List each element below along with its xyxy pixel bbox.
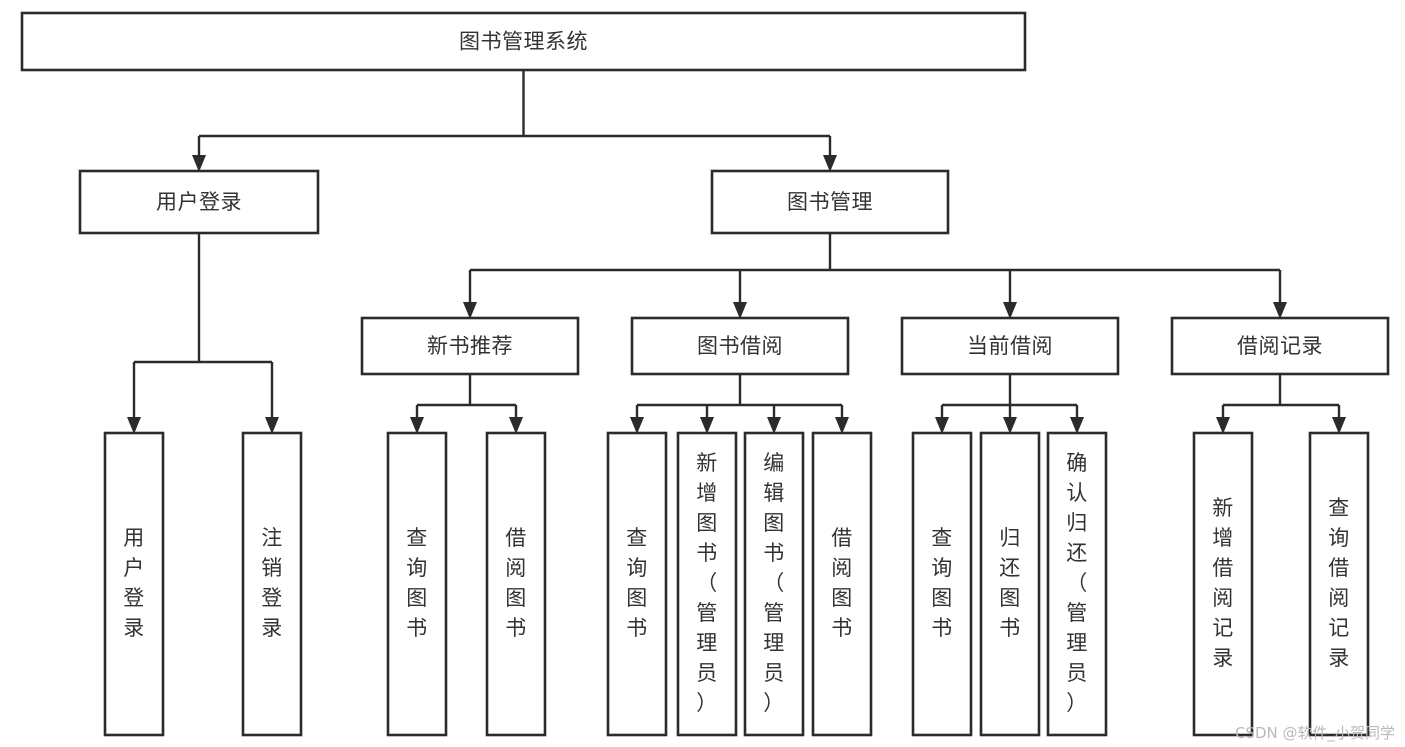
arrow-head-icon [1332,417,1346,434]
arrow-head-icon [835,417,849,434]
node-label: 借阅图书 [505,526,527,640]
node-box[interactable] [979,431,1041,737]
node-box[interactable] [360,316,580,376]
node-box[interactable] [743,431,805,737]
node-leaf-query-book-1[interactable]: 查询图书 [386,431,448,737]
node-label: 当前借阅 [967,334,1053,358]
node-box[interactable] [630,316,850,376]
node-label: 借阅记录 [1237,334,1323,358]
node-label: 查询图书 [406,526,428,640]
node-leaf-add-record[interactable]: 新增借阅记录 [1192,431,1254,737]
node-box[interactable] [911,431,973,737]
node-layer: 图书管理系统用户登录图书管理新书推荐图书借阅当前借阅借阅记录用户登录注销登录查询… [20,11,1390,737]
arrow-head-icon [1273,302,1287,319]
node-leaf-user-login[interactable]: 用户登录 [103,431,165,737]
node-new-book-rec[interactable]: 新书推荐 [360,316,580,376]
arrow-head-icon [733,302,747,319]
node-current-borrow[interactable]: 当前借阅 [900,316,1120,376]
node-leaf-return-book[interactable]: 归还图书 [979,431,1041,737]
arrow-head-icon [630,417,644,434]
arrow-head-icon [265,417,279,434]
arrow-head-icon [127,417,141,434]
node-box[interactable] [20,11,1027,72]
node-label: 查询借阅记录 [1328,496,1350,670]
node-leaf-borrow-book-1[interactable]: 借阅图书 [485,431,547,737]
arrow-head-icon [823,155,837,172]
node-label: 新增借阅记录 [1212,496,1234,670]
node-box[interactable] [1192,431,1254,737]
node-box[interactable] [386,431,448,737]
node-leaf-edit-book[interactable]: 编辑图书（管理员） [743,431,805,737]
node-label: 注销登录 [261,526,283,640]
arrow-head-icon [935,417,949,434]
arrow-head-icon [509,417,523,434]
node-label: 用户登录 [123,526,145,640]
node-book-borrow[interactable]: 图书借阅 [630,316,850,376]
node-label: 编辑图书（管理员） [763,451,785,715]
node-label: 查询图书 [931,526,953,640]
arrow-head-icon [463,302,477,319]
node-label: 用户登录 [156,190,242,214]
node-box[interactable] [1308,431,1370,737]
node-root-图书管理系统[interactable]: 图书管理系统 [20,11,1027,72]
node-label: 图书管理 [787,190,873,214]
arrow-head-icon [1216,417,1230,434]
node-box[interactable] [241,431,303,737]
node-label: 借阅图书 [831,526,853,640]
node-box[interactable] [103,431,165,737]
node-label: 新书推荐 [427,334,513,358]
node-box[interactable] [1170,316,1390,376]
node-box[interactable] [485,431,547,737]
node-label: 图书借阅 [697,334,783,358]
node-user-login[interactable]: 用户登录 [78,169,320,235]
node-leaf-borrow-book-2[interactable]: 借阅图书 [811,431,873,737]
node-leaf-confirm-return[interactable]: 确认归还（管理员） [1046,431,1108,737]
node-box[interactable] [811,431,873,737]
node-label: 归还图书 [999,526,1021,640]
arrow-head-icon [1070,417,1084,434]
node-box[interactable] [1046,431,1108,737]
node-leaf-query-book-3[interactable]: 查询图书 [911,431,973,737]
arrow-head-icon [767,417,781,434]
arrow-head-icon [1003,302,1017,319]
node-box[interactable] [900,316,1120,376]
node-leaf-query-book-2[interactable]: 查询图书 [606,431,668,737]
node-book-manage[interactable]: 图书管理 [710,169,950,235]
node-label: 新增图书（管理员） [696,451,718,715]
arrow-head-icon [700,417,714,434]
arrow-head-icon [1003,417,1017,434]
arrow-head-icon [192,155,206,172]
node-label: 查询图书 [626,526,648,640]
node-leaf-add-book[interactable]: 新增图书（管理员） [676,431,738,737]
watermark-label: CSDN @软件_小贺同学 [1234,724,1395,742]
node-leaf-query-record[interactable]: 查询借阅记录 [1308,431,1370,737]
node-box[interactable] [606,431,668,737]
node-box[interactable] [710,169,950,235]
node-label: 确认归还（管理员） [1066,451,1088,715]
node-label: 图书管理系统 [459,30,588,54]
node-box[interactable] [78,169,320,235]
arrow-head-icon [410,417,424,434]
node-leaf-user-logout[interactable]: 注销登录 [241,431,303,737]
node-box[interactable] [676,431,738,737]
connector-layer [127,70,1346,434]
node-borrow-record[interactable]: 借阅记录 [1170,316,1390,376]
